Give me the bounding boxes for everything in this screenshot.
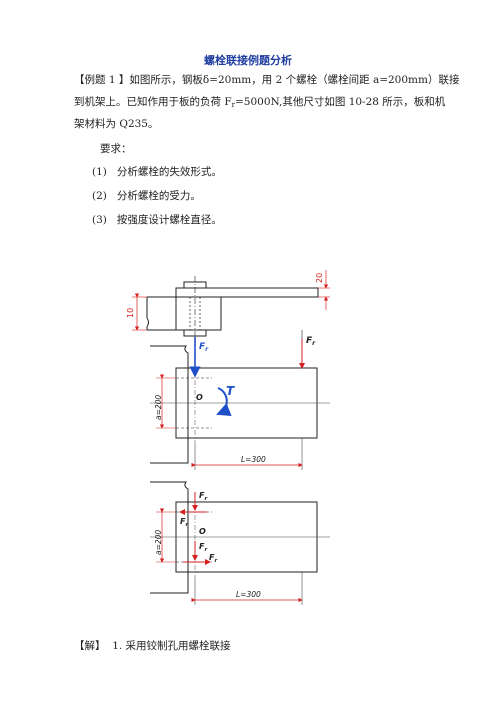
torque-label: T: [226, 384, 235, 398]
force-f4-label: Fr: [209, 553, 217, 564]
force-f2-label: Fr: [180, 517, 188, 528]
requirement-2-text: 分析螺栓的受力。: [116, 190, 201, 202]
requirement-3-num: (3): [92, 214, 107, 226]
example-line-1: 【例题 1 】如图所示，钢板δ=20mm，用 2 个螺栓（螺栓间距 a=200m…: [74, 74, 460, 86]
dim-a-middle-label: a=200: [154, 395, 163, 420]
example-line-3: 架材料为 Q235。: [74, 118, 159, 130]
dim-20-label: 20: [315, 273, 324, 283]
force-f3-label: Fr: [199, 542, 207, 553]
bottom-view: Fr Fr O Fr Fr a=200 L=300: [150, 481, 330, 605]
dim-l-middle-label: L=300: [241, 455, 266, 464]
solution-text: 1. 采用铰制孔用螺栓联接: [112, 640, 231, 652]
frame-body: [175, 296, 222, 331]
example-line-2b: =5000N,其他尺寸如图 10-28 所示，板和机: [234, 96, 446, 108]
requirement-1-num: (1): [92, 166, 107, 178]
frame-break-line: [146, 297, 149, 330]
torque-arc: [216, 387, 232, 417]
center-o-middle: O: [196, 393, 203, 402]
requirement-2: (2) 分析螺栓的受力。: [92, 188, 201, 203]
page-title: 螺栓联接例题分析: [204, 54, 292, 67]
frame-outline-bottom: [150, 481, 189, 594]
plate-top-view: [175, 287, 319, 298]
center-o-bottom: O: [199, 527, 206, 536]
top-view: 20 10: [126, 270, 330, 342]
solution-line: 【解】 1. 采用铰制孔用螺栓联接: [74, 638, 231, 653]
requirement-1: (1) 分析螺栓的失效形式。: [92, 164, 222, 179]
force-fr-blue-label: Fr: [199, 342, 209, 353]
force-fr-right-label: Fr: [306, 336, 316, 347]
requirement-1-text: 分析螺栓的失效形式。: [116, 166, 222, 178]
example-line-2: 到机架上。已知作用于板的负荷 Fr=5000N,其他尺寸如图 10-28 所示，…: [74, 94, 445, 109]
dim-l-bottom-label: L=300: [236, 590, 261, 599]
requirement-3-text: 按强度设计螺栓直径。: [116, 214, 222, 226]
force-f1-label: Fr: [199, 491, 207, 502]
requirement-2-num: (2): [92, 190, 107, 202]
requirement-3: (3) 按强度设计螺栓直径。: [92, 212, 222, 227]
middle-view: Fr Fr T O a=200 L=300: [150, 330, 330, 470]
dim-10-label: 10: [126, 308, 135, 318]
dim-a-bottom-label: a=200: [154, 530, 163, 555]
example-line-2a: 到机架上。已知作用于板的负荷 F: [74, 96, 232, 108]
solution-label: 【解】: [74, 640, 106, 652]
frame-outline-middle: [150, 345, 189, 464]
requirements-label: 要求：: [100, 143, 132, 155]
force-subscript: r: [231, 101, 235, 109]
